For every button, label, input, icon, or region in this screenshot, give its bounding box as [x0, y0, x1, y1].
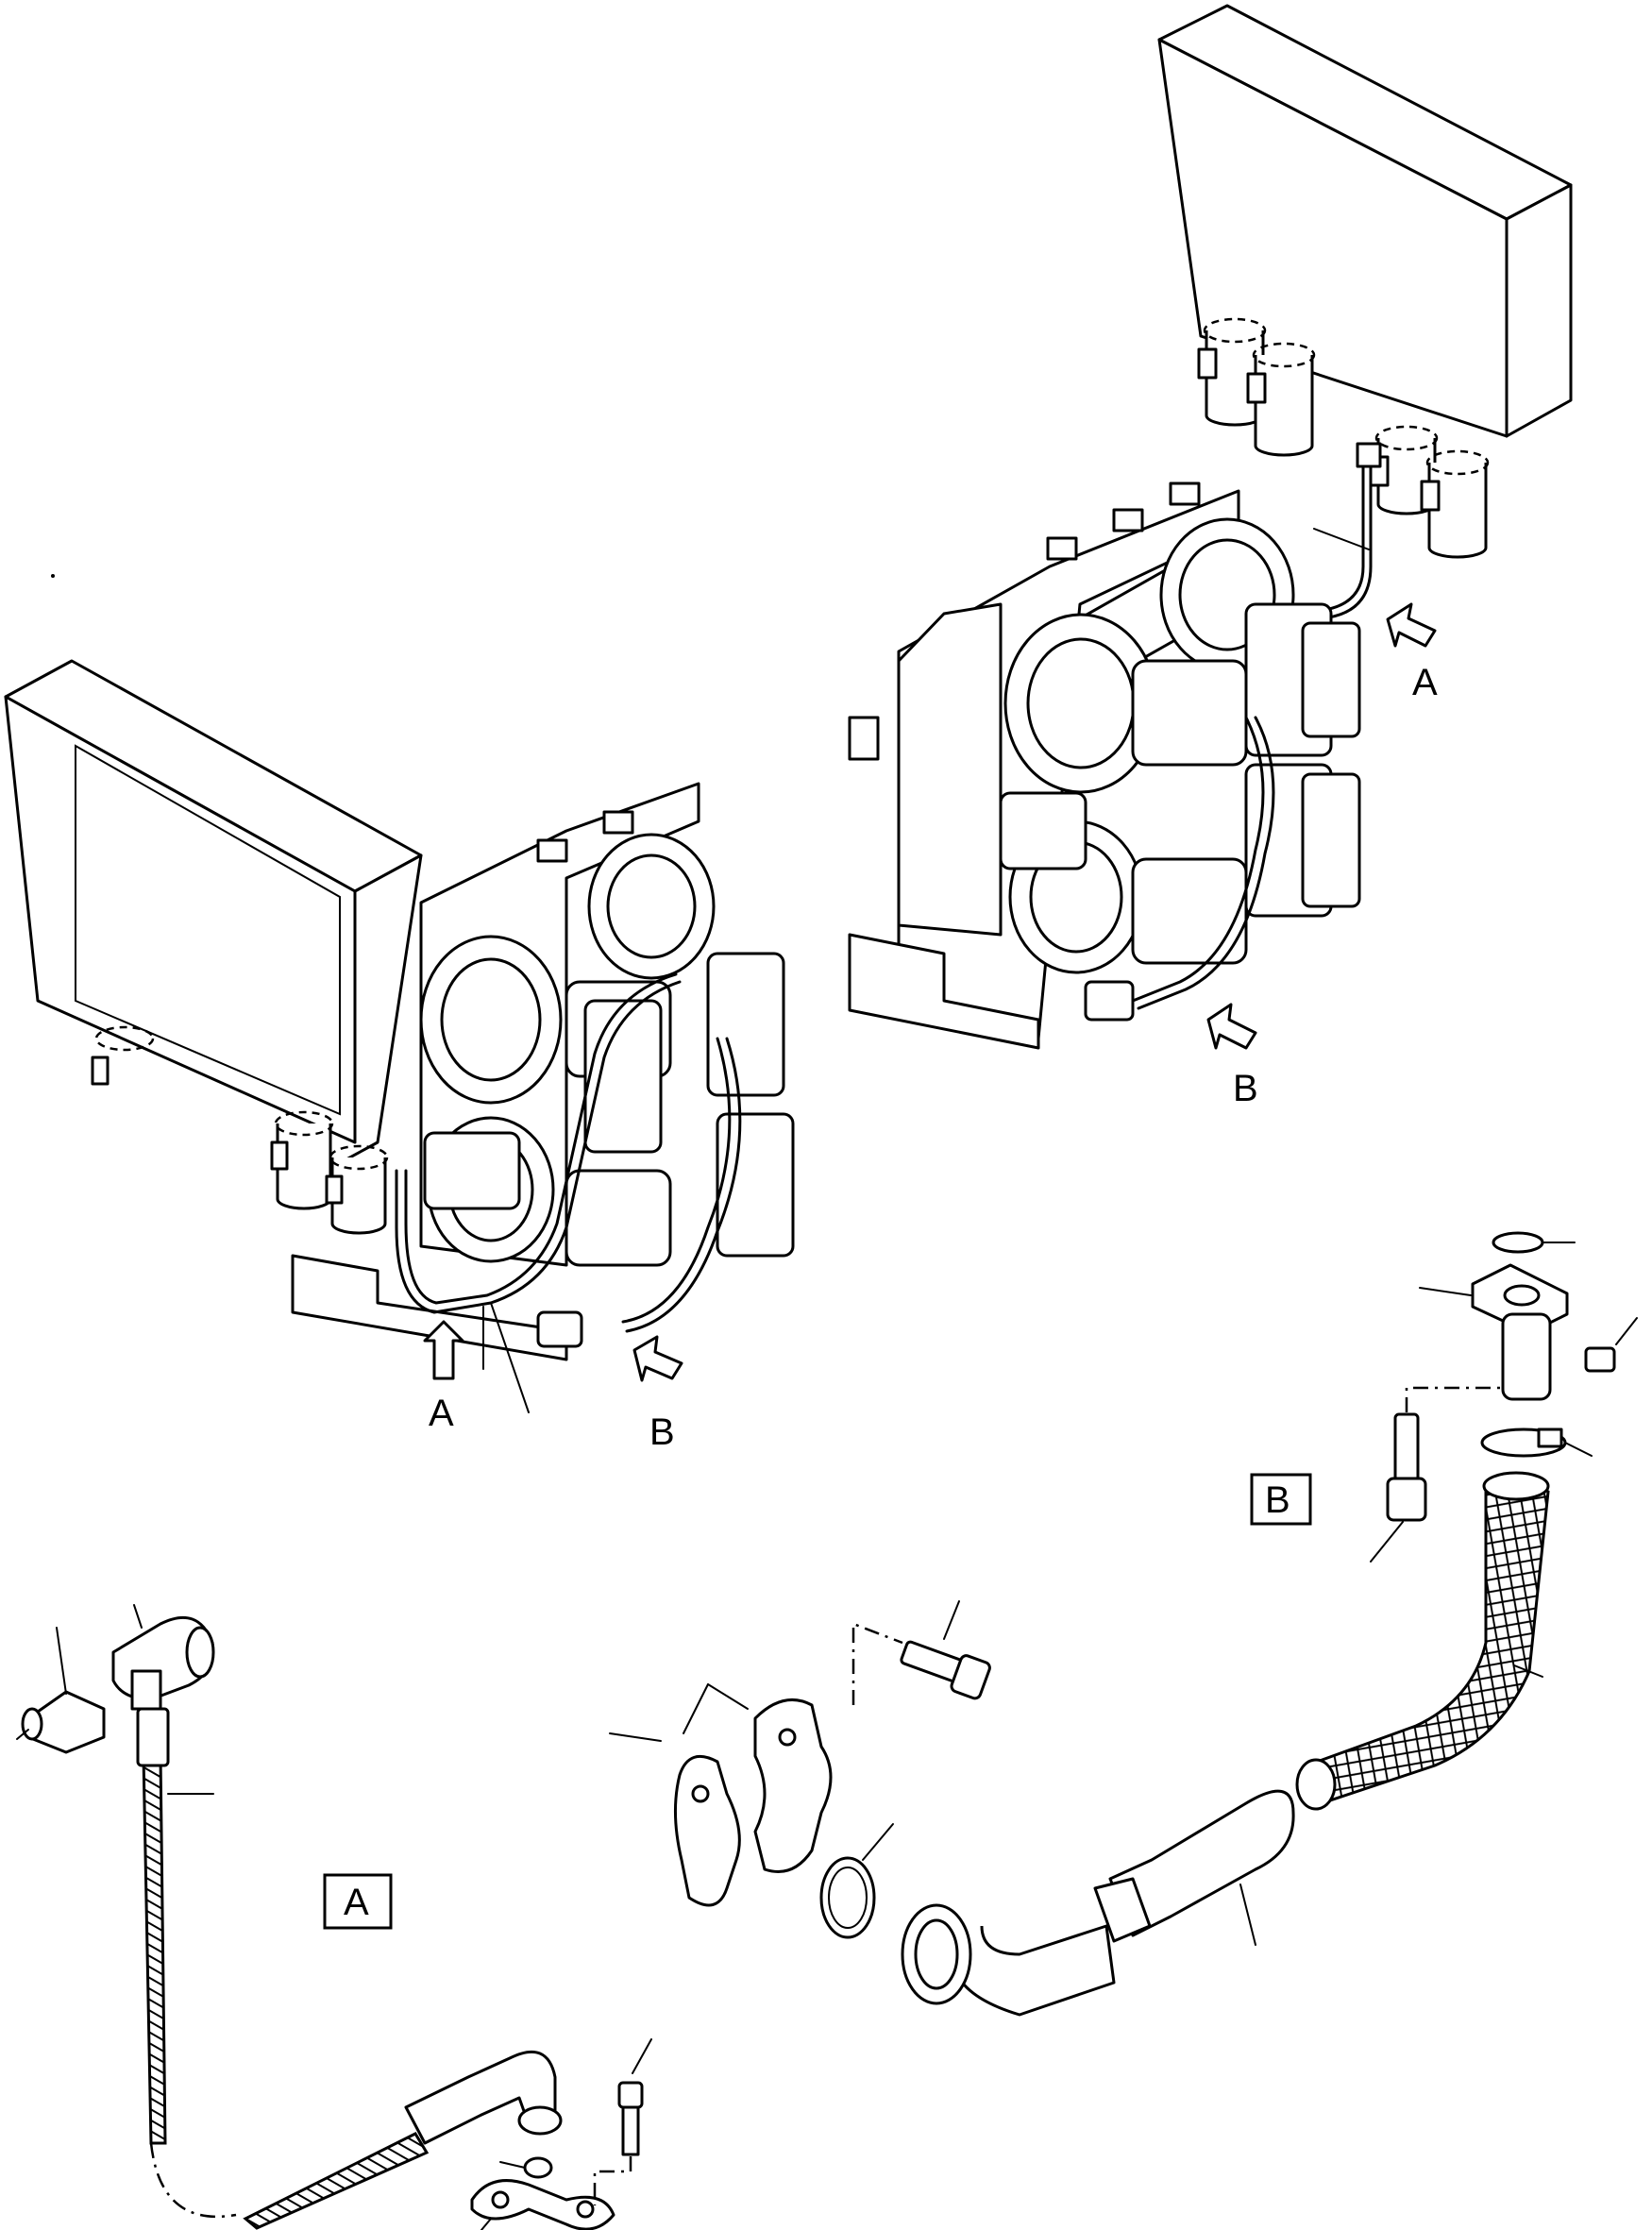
view-arrow-b-left: B: [632, 1335, 683, 1453]
svg-text:A: A: [1412, 662, 1438, 703]
detail-b-label-box: B: [1250, 1473, 1312, 1526]
top-right-assembly: A B: [848, 4, 1573, 1109]
socket-head-screw: [1370, 1386, 1501, 1563]
flange-clamp-halves-small: [470, 2179, 615, 2230]
svg-text:B: B: [1233, 1068, 1258, 1109]
flange-block: [1419, 1263, 1569, 1401]
cap-screw-small: [593, 2038, 652, 2205]
hose-end-swage: [1093, 1789, 1295, 1946]
adapter-fitting: [16, 1627, 106, 1754]
oil-cooler-box-left: [4, 659, 423, 1180]
hose-clamp: [1480, 1428, 1593, 1458]
svg-text:B: B: [649, 1411, 675, 1453]
plug-fitting: [1584, 1317, 1638, 1373]
view-arrow-a-left: A: [423, 1320, 464, 1434]
svg-text:B: B: [1265, 1479, 1290, 1521]
svg-text:A: A: [429, 1393, 454, 1434]
flange-cap-screw: [900, 1600, 991, 1700]
filter-canisters-left: [91, 1025, 389, 1235]
return-hose-b-left: [621, 1037, 732, 1324]
o-ring-large: [819, 1823, 894, 1939]
detail-a: A: [16, 1604, 652, 2230]
split-flange-clamp-halves: [609, 1622, 903, 1907]
svg-text:A: A: [344, 1882, 369, 1923]
view-arrow-a-right: A: [1386, 602, 1438, 703]
swivel-elbow-fitting: [111, 1604, 215, 1711]
left-assembly: A B: [4, 659, 795, 1453]
gearbox-unit-right: [848, 481, 1361, 1050]
filter-canisters-right: [1197, 317, 1490, 559]
stray-mark: [51, 574, 55, 578]
braided-hose-detail-a: [142, 1754, 167, 2145]
detail-a-label-box: A: [323, 1873, 393, 1930]
gearbox-unit-left: [291, 782, 795, 1361]
view-arrow-b-right: B: [1206, 1003, 1258, 1109]
rubber-hose-mesh: [1305, 1479, 1550, 1805]
bent-tube-flange: [901, 1903, 1116, 2017]
o-ring-top: [1492, 1231, 1576, 1254]
hose-end-elbow: [404, 2050, 557, 2145]
o-ring-small: [499, 2156, 553, 2179]
detail-b: B: [609, 1231, 1638, 2017]
pressure-hose-a-left: [395, 980, 682, 1314]
return-hose-b-right: [1131, 716, 1265, 1003]
